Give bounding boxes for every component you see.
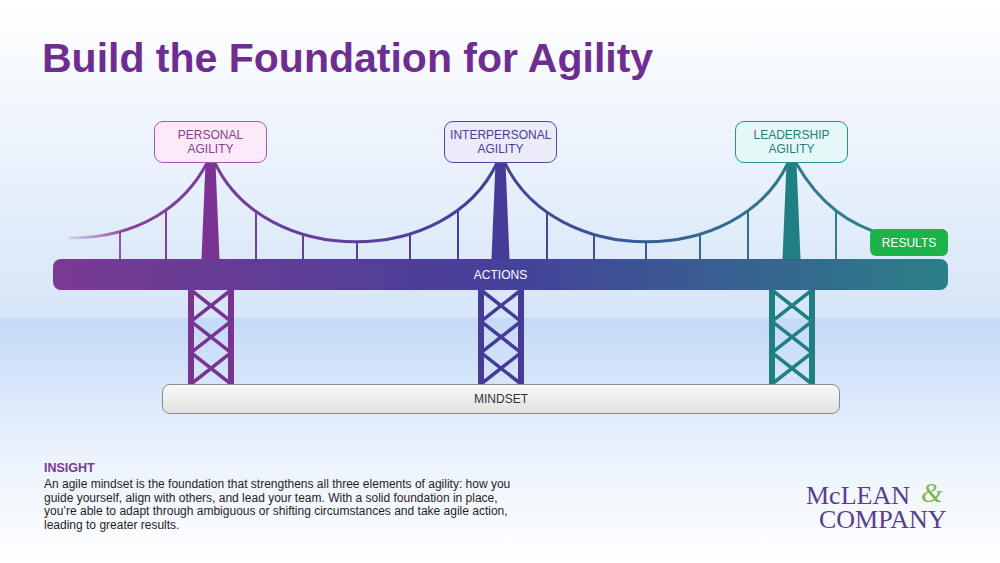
agility-label-box: LEADERSHIP AGILITY [735,121,848,163]
suspender-line [356,150,358,260]
agility-label-box: INTERPERSONAL AGILITY [444,121,557,163]
insight-text: An agile mindset is the foundation that … [44,478,514,532]
truss-rails [188,288,815,386]
truss-support [772,290,812,384]
suspender-line [165,150,167,260]
suspender-line [546,150,548,260]
water-band [0,318,1000,563]
actions-deck: ACTIONS [53,259,948,290]
truss-rail [518,288,524,386]
insight-heading: INSIGHT [44,461,95,475]
truss-support [191,290,231,384]
bridge-cable [215,163,497,242]
truss-rail [228,288,234,386]
agility-label-box: PERSONAL AGILITY [154,121,267,163]
truss-rail [809,288,815,386]
suspender-line [255,150,257,260]
suspender-line [457,150,459,260]
suspender-line [119,150,121,260]
bridge-cable [796,163,885,235]
bridge-suspenders [120,150,836,260]
bridge-cable [70,163,207,238]
node-label: LEADERSHIP AGILITY [742,128,841,156]
node-label: MINDSET [474,392,528,406]
bridge-tower [492,163,510,259]
bridge-tower [783,163,801,259]
sky-band [0,0,1000,318]
suspender-line [835,150,837,260]
diagram-title: Build the Foundation for Agility [42,34,653,82]
suspender-line [747,150,749,260]
suspender-line [645,150,647,260]
logo-text: COMPANY [819,506,947,534]
mindset-band: MINDSET [162,384,840,414]
node-label: INTERPERSONAL AGILITY [450,128,551,156]
results-box: RESULTS [870,229,948,256]
bridge-cables [70,163,885,242]
truss-support [481,290,521,384]
node-label: RESULTS [882,236,936,250]
logo-ampersand: & [921,479,943,507]
suspender-line [593,150,595,260]
bridge-tower [202,163,220,259]
node-label: ACTIONS [474,268,527,282]
suspender-line [302,150,304,260]
suspender-line [409,150,411,260]
suspender-line [699,150,701,260]
node-label: PERSONAL AGILITY [161,128,260,156]
